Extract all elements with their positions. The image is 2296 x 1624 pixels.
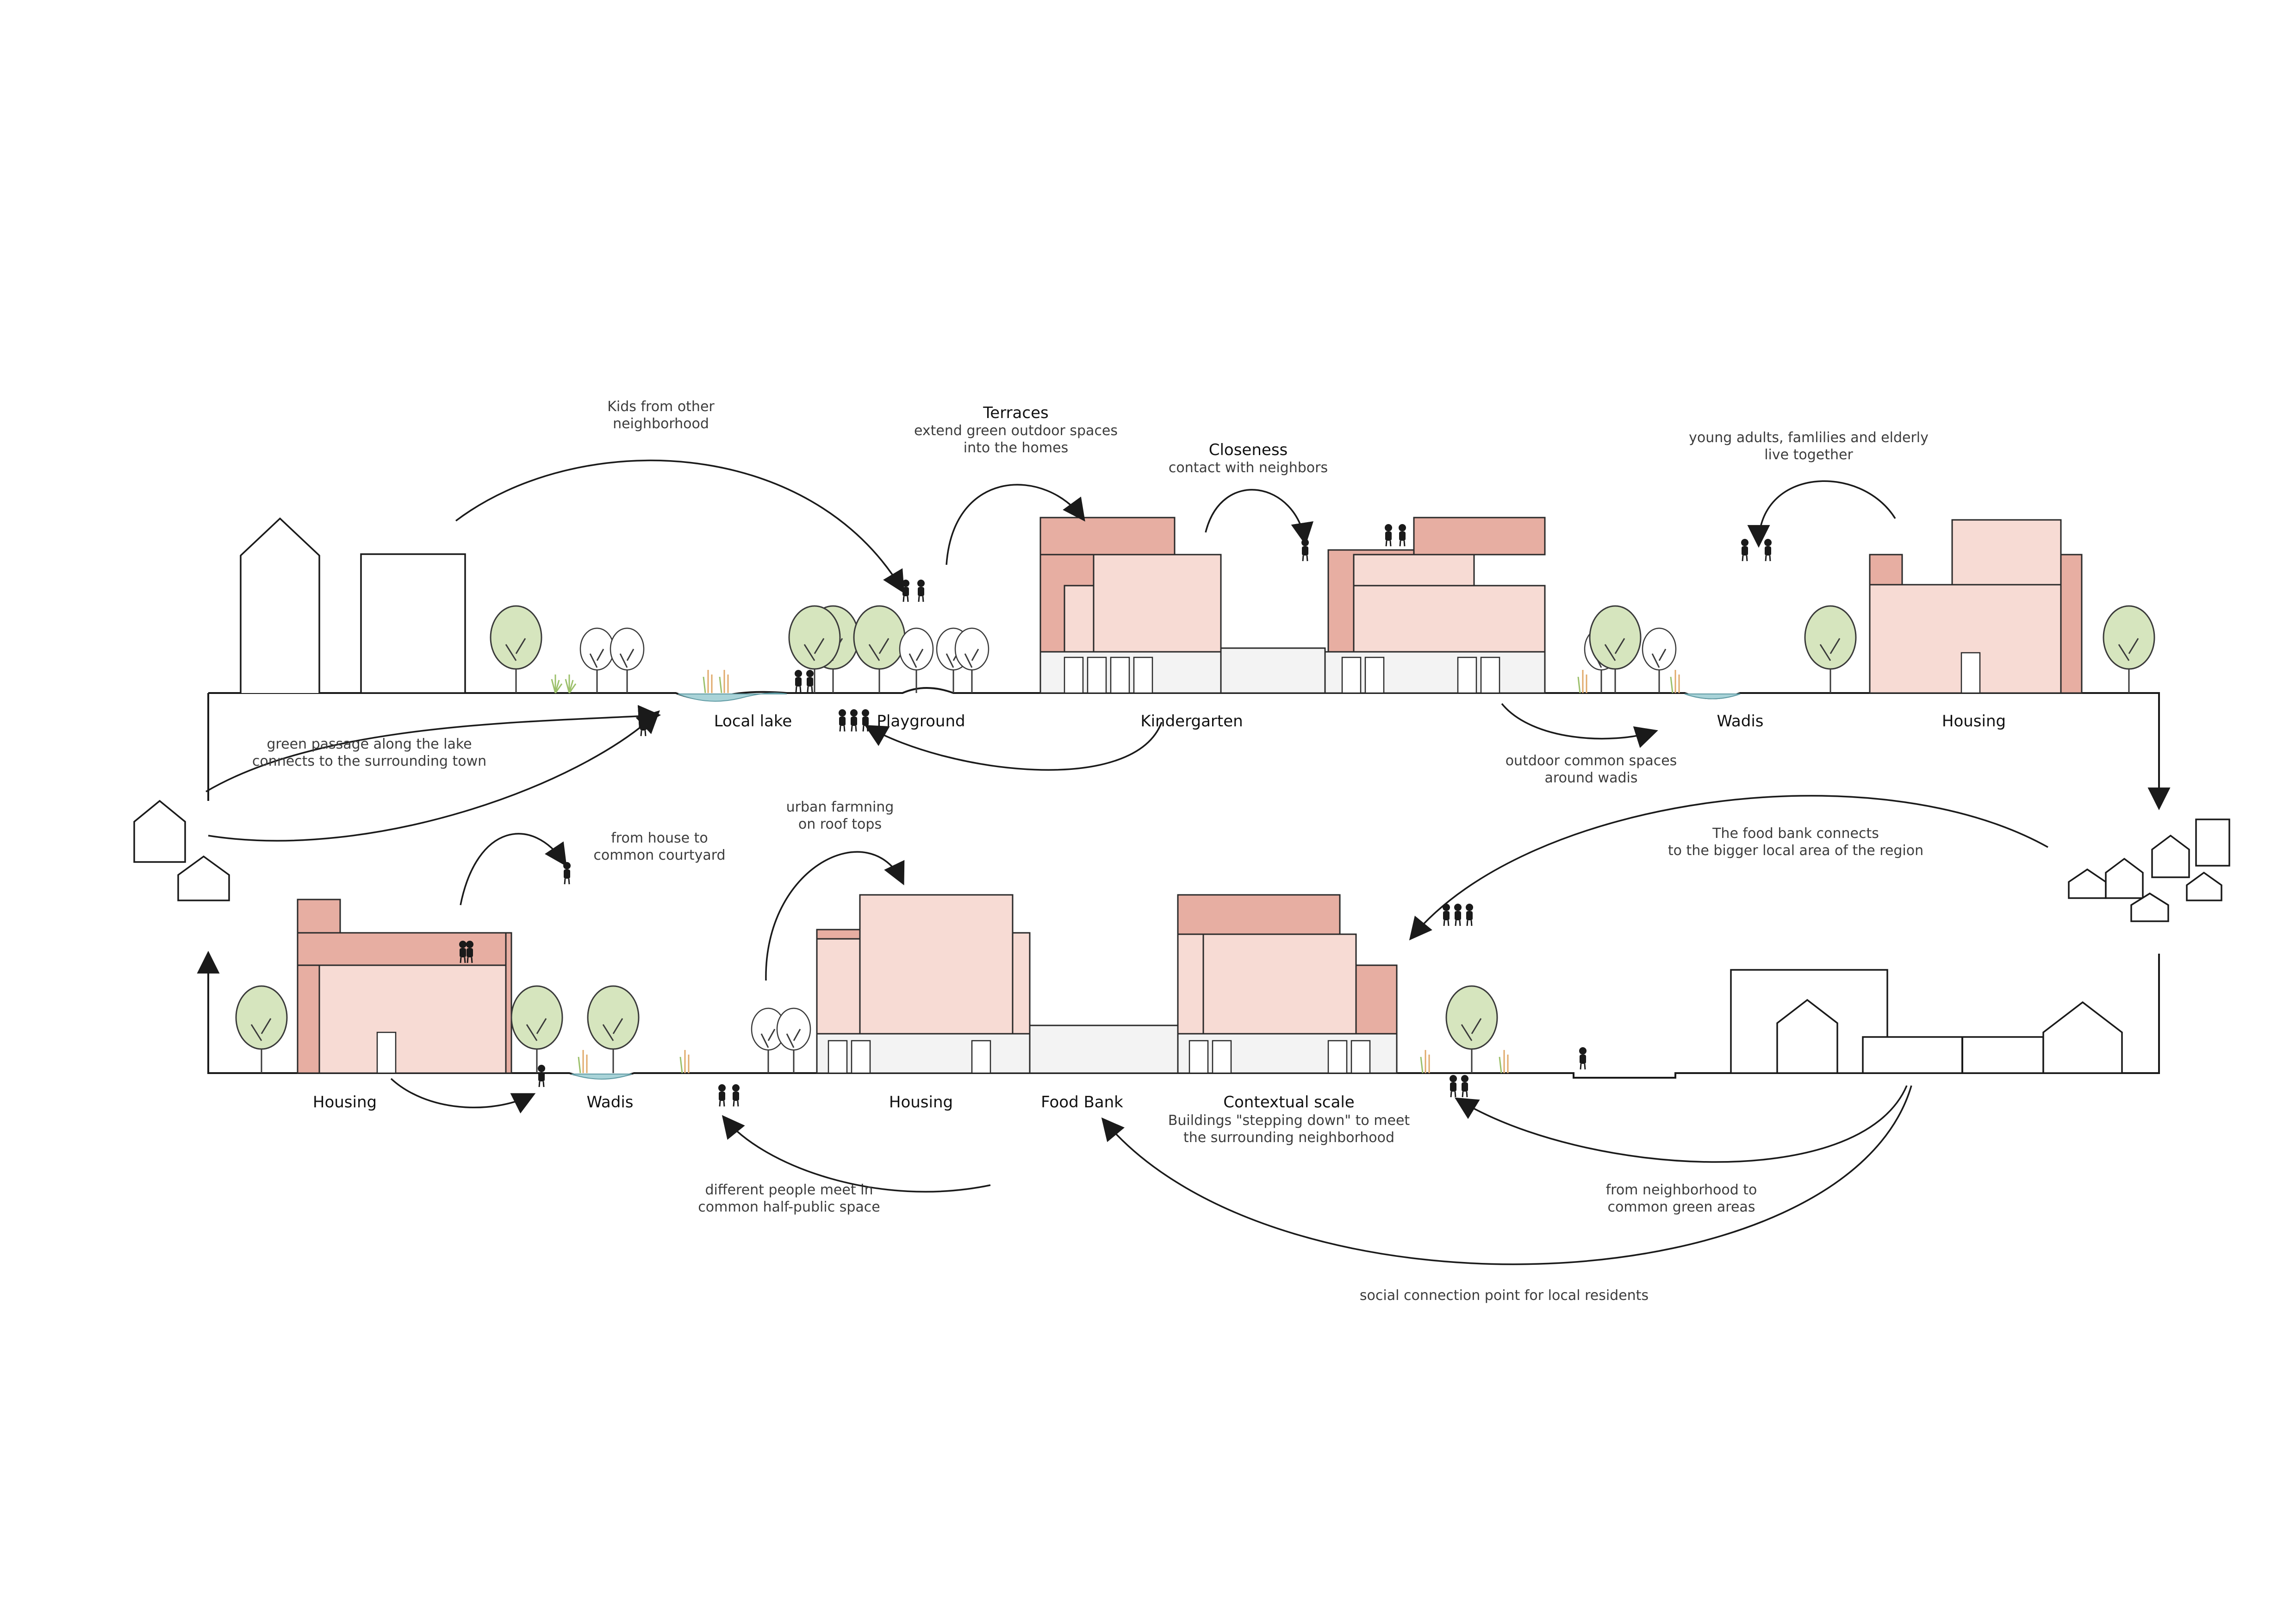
annotations-top: Kids from other neighborhood Terraces ex… [252,399,1929,786]
note-terraces-title: Terraces [983,404,1048,422]
note-terraces-2: into the homes [964,440,1068,456]
note-outdoor-common-1: outdoor common spaces [1506,753,1677,769]
note-food-bank-1: The food bank connects [1712,825,1879,842]
note-courtyard-1: from house to [611,830,708,846]
note-contextual-2: the surrounding neighborhood [1183,1130,1394,1146]
note-neighborhood-green-2: common green areas [1608,1199,1755,1215]
label-wadis-top: Wadis [1717,712,1763,731]
local-lake-water [678,692,787,702]
label-kindergarten: Kindergarten [1140,712,1243,731]
context-gable-2 [2042,1001,2123,1074]
note-together-1: young adults, famlilies and elderly [1689,430,1929,446]
context-gable-1 [1776,999,1838,1074]
kindergarten-left-building [1039,517,1222,694]
note-kids-2: neighborhood [613,416,709,432]
bottom-right-building [1177,894,1398,1074]
connection-arrows [205,459,2048,1265]
note-contextual-1: Buildings "stepping down" to meet [1168,1112,1410,1129]
kindergarten-courtyard [1220,647,1326,694]
note-green-passage-2: connects to the surrounding town [252,753,486,769]
wadi-water-top [1684,693,1741,700]
note-contextual-title: Contextual scale [1223,1093,1354,1112]
note-kids-1: Kids from other [607,399,715,415]
label-playground: Playground [877,712,965,731]
context-house-flat [360,553,466,694]
note-closeness-title: Closeness [1209,441,1288,459]
note-together-2: live together [1764,447,1853,463]
top-section [207,517,2171,811]
label-wadis-bottom: Wadis [586,1093,633,1112]
note-neighborhood-green-1: from neighborhood to [1606,1182,1757,1198]
top-ground-line [207,687,2160,806]
bottom-left-housing [297,899,512,1074]
label-food-bank: Food Bank [1041,1093,1123,1112]
place-labels-bottom: Housing Wadis Housing Food Bank [313,1093,1123,1112]
note-terraces-1: extend green outdoor spaces [914,423,1118,439]
note-courtyard-2: common courtyard [593,847,725,863]
bottom-section [197,861,2160,1107]
label-local-lake: Local lake [714,712,792,731]
right-context-houses [2068,818,2230,922]
note-green-passage-1: green passage along the lake [267,736,472,752]
annotations-bottom: from house to common courtyard urban far… [593,799,1923,1304]
kindergarten-right-building [1324,517,1546,694]
bottom-mid-housing [816,894,1031,1074]
label-housing-top: Housing [1942,712,2006,731]
note-urban-farming-1: urban farmning [786,799,894,815]
note-different-people-2: common half-public space [698,1199,880,1215]
note-urban-farming-2: on roof tops [798,816,882,832]
context-block-low [1862,1036,2044,1074]
label-housing-left: Housing [313,1093,377,1112]
top-housing-building [1869,519,2083,694]
place-labels-top: Local lake Playground Kindergarten Wadis… [714,712,2006,731]
label-housing-mid: Housing [889,1093,953,1112]
left-context-house-2 [177,855,230,901]
note-different-people-1: different people meet in [705,1182,873,1198]
note-food-bank-2: to the bigger local area of the region [1668,843,1923,859]
left-context-house-1 [133,800,186,863]
food-bank-connector [1029,1024,1179,1074]
note-outdoor-common-2: around wadis [1545,770,1638,786]
note-social-point: social connection point for local reside… [1360,1287,1649,1304]
context-house-gable [240,517,320,693]
wadi-water-bottom [571,1074,632,1080]
note-closeness-text: contact with neighbors [1169,460,1328,476]
